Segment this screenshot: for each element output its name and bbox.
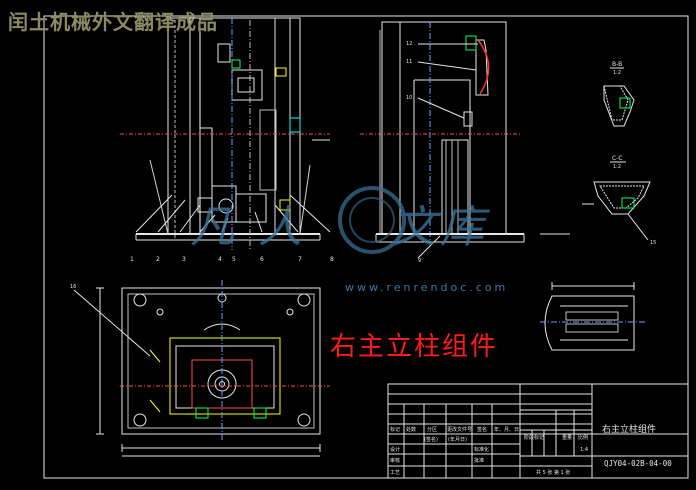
section-bb-scale: 1:2 [613,70,621,76]
balloon-11: 11 [406,59,412,65]
drawing-label: 右主立柱组件 [330,332,499,362]
front-view [120,17,331,250]
overlay-title: 闰土机械外文翻译成品 [8,10,218,34]
watermark-char-1: 凡 [190,202,235,253]
balloon-1: 1 [130,256,134,263]
balloon-8: 8 [330,256,334,263]
tb-drawing-no: QJY04-02B-04-00 [604,459,672,468]
section-bb: B-B 1:2 [603,61,635,127]
balloon-12: 12 [406,41,412,47]
tb-standardize: 标准化 [474,446,489,453]
title-block-text: 标记 处数 分区 更改文件号 签名 年、月、日 设计 (签名) (年月日) 标准… [390,423,672,476]
tb-scale-value: 1:4 [580,447,588,453]
balloon-4: 4 [218,256,222,263]
balloon-15: 15 [650,240,656,246]
balloon-2: 2 [156,256,160,263]
section-bb-title: B-B [612,61,622,68]
tb-sheets: 共 5 张 第 1 张 [536,469,570,476]
watermark-char-2: 人 [258,202,302,253]
tb-date-1: (年月日) [448,436,467,443]
balloon-16: 16 [70,284,76,290]
tb-row-label-3: 更改文件号 [447,426,472,433]
tb-row-label-4: 签名 [477,426,487,433]
section-cc-scale: 1:2 [613,164,621,170]
tb-row-label-5: 年、月、日 [494,426,519,433]
balloon-6: 6 [260,256,264,263]
balloon-9: 9 [418,258,421,264]
section-cc: C-C 1:2 [582,155,651,241]
tb-process: 工艺 [390,470,400,476]
front-balloons: 1 2 3 4 5 6 7 8 [130,256,334,263]
section-cc-title: C-C [612,155,623,162]
title-block [387,383,689,479]
drawing-border [43,15,689,479]
tb-row-label-1: 处数 [406,426,416,433]
balloon-10: 10 [406,95,412,101]
tb-row-label-2: 分区 [427,426,437,433]
tb-row-label-0: 标记 [390,426,400,433]
tb-stage-label: 阶段标记 [524,434,544,441]
tb-review: 审核 [390,457,400,464]
tb-weight-label: 重量 [562,434,572,441]
watermark: 凡 人 文 库 [190,186,491,254]
balloon-3: 3 [182,256,186,263]
tb-design: 设计 [390,446,400,453]
detail-view [540,282,646,351]
tb-sign-1: (签名) [424,436,438,443]
watermark-url: www.renrendoc.com [345,281,509,294]
tb-scale-label: 比例 [578,434,588,441]
watermark-char-4: 库 [440,202,491,253]
plan-view [73,280,330,457]
tb-part-name: 右主立柱组件 [602,423,656,435]
tb-approve: 批准 [474,457,484,464]
balloon-7: 7 [298,256,302,263]
watermark-char-3: 文 [392,202,442,253]
side-balloons: 12 11 10 9 [406,41,421,264]
balloon-5: 5 [232,256,236,263]
